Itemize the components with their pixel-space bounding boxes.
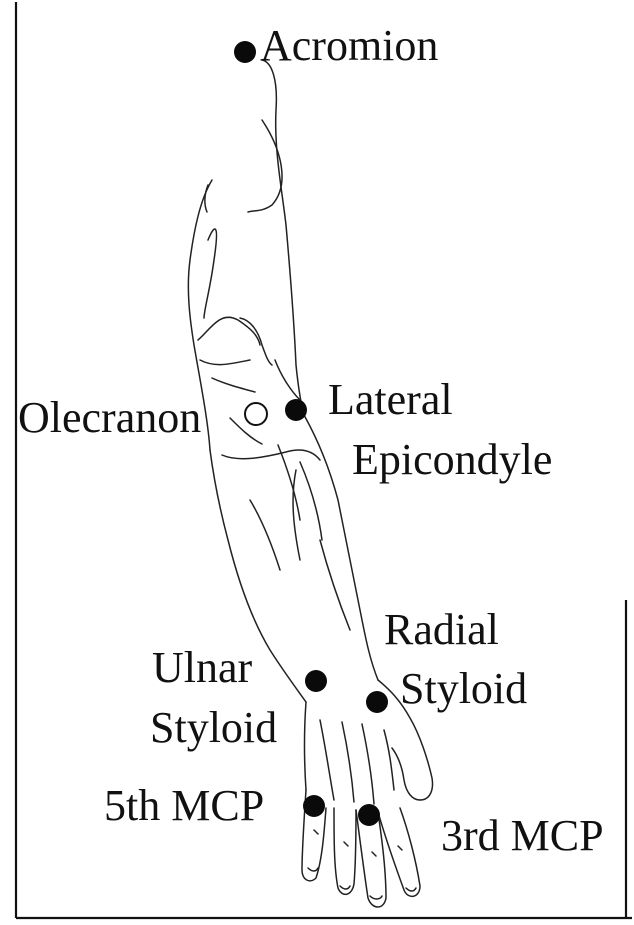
lateral-epicondyle-label-line2: Epicondyle [352,435,552,484]
5th-mcp-label: 5th MCP [104,781,264,830]
ulnar-styloid-label-line1: Ulnar [152,643,253,692]
3rd-mcp-label: 3rd MCP [441,811,604,860]
ulnar-styloid-label-line2: Styloid [150,703,277,752]
radial-styloid-marker [366,691,388,713]
lateral-epicondyle-marker [285,399,307,421]
acromion-marker [234,41,256,63]
5th-mcp-marker [303,795,325,817]
radial-styloid-label-line1: Radial [384,605,499,654]
acromion-label: Acromion [260,21,438,70]
olecranon-label: Olecranon [18,393,201,442]
ulnar-styloid-marker [305,670,327,692]
3rd-mcp-marker [358,804,380,826]
lateral-epicondyle-label-line1: Lateral [328,375,453,424]
olecranon-marker [245,403,267,425]
radial-styloid-label-line2: Styloid [400,664,527,713]
